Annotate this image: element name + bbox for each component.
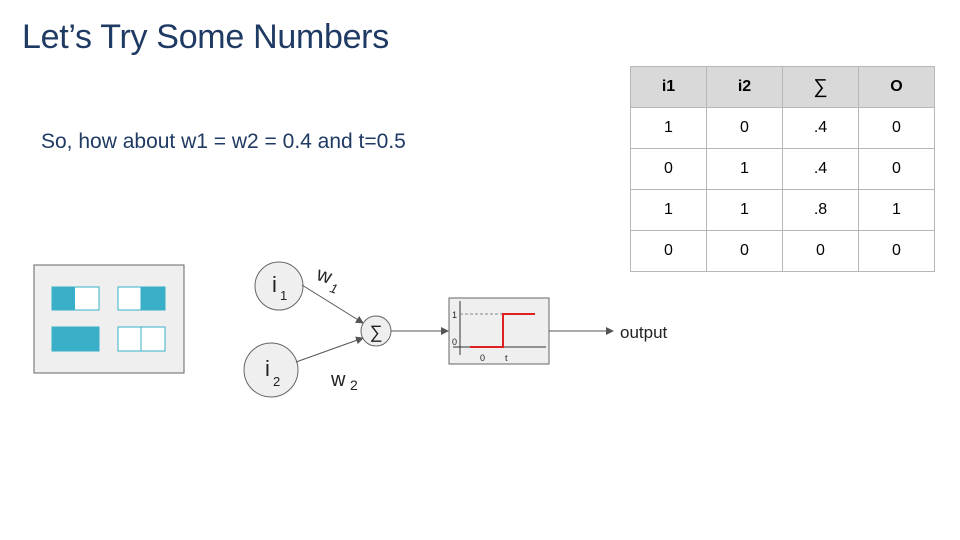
- pattern-cell-full: [51, 326, 100, 352]
- header-sum: ∑: [782, 66, 859, 108]
- table-cell: 0: [782, 230, 859, 272]
- input-2-label: i: [265, 356, 270, 381]
- step-plot-y-tick-1: 1: [452, 310, 457, 320]
- pattern-cell-empty: [117, 326, 166, 352]
- step-plot-x-tick-0: 0: [480, 353, 485, 363]
- svg-text:w: w: [313, 263, 335, 289]
- table-cell: 1: [630, 107, 707, 149]
- edge-input1-to-sum: [301, 284, 364, 324]
- table-cell: 1: [858, 189, 935, 231]
- table-row: 0 0 0 0: [630, 230, 935, 272]
- slide-subtitle: So, how about w1 = w2 = 0.4 and t=0.5: [41, 130, 406, 153]
- weight-2-label: w 2: [330, 369, 358, 393]
- input-1-label: i: [272, 272, 277, 297]
- step-plot-y-tick-0: 0: [452, 337, 457, 347]
- header-i1: i1: [630, 66, 707, 108]
- table-cell: 0: [706, 230, 783, 272]
- svg-text:w: w: [330, 369, 346, 391]
- table-row: 1 1 .8 1: [630, 189, 935, 231]
- step-plot-frame: [448, 297, 550, 365]
- table-cell: .8: [782, 189, 859, 231]
- svg-text:2: 2: [350, 377, 358, 393]
- output-label: output: [620, 323, 668, 342]
- sum-icon: ∑: [370, 322, 383, 342]
- pattern-icon: [33, 264, 185, 374]
- table-row: 1 0 .4 0: [630, 107, 935, 149]
- pattern-cell-right-half: [117, 286, 166, 311]
- truth-table: i1 i2 ∑ O 1 0 .4 0 0 1 .4 0 1 1 .8: [630, 66, 935, 272]
- summation-node: ∑: [360, 315, 392, 347]
- truth-table-header-row: i1 i2 ∑ O: [630, 66, 935, 108]
- pattern-cell-left-half: [51, 286, 100, 311]
- input-neuron-2: i 2: [243, 342, 299, 398]
- input-2-subscript: 2: [273, 374, 280, 389]
- input-neuron-1: i 1: [254, 261, 304, 311]
- step-function-plot: 1 0 0 t: [448, 297, 550, 365]
- table-cell: .4: [782, 148, 859, 190]
- svg-text:1: 1: [328, 280, 340, 297]
- table-cell: 1: [630, 189, 707, 231]
- header-output: O: [858, 66, 935, 108]
- table-cell: 0: [858, 107, 935, 149]
- step-plot-x-tick-t: t: [505, 353, 508, 363]
- table-row: 0 1 .4 0: [630, 148, 935, 190]
- edge-input2-to-sum: [295, 336, 364, 363]
- slide-title: Let’s Try Some Numbers: [22, 18, 389, 56]
- table-cell: 1: [706, 148, 783, 190]
- table-cell: 0: [630, 230, 707, 272]
- weight-1-label: w 1: [313, 263, 340, 297]
- input-1-subscript: 1: [280, 288, 287, 303]
- table-cell: 1: [706, 189, 783, 231]
- pattern-icon-frame: [33, 264, 185, 374]
- step-function-line: [470, 313, 535, 348]
- table-cell: 0: [858, 230, 935, 272]
